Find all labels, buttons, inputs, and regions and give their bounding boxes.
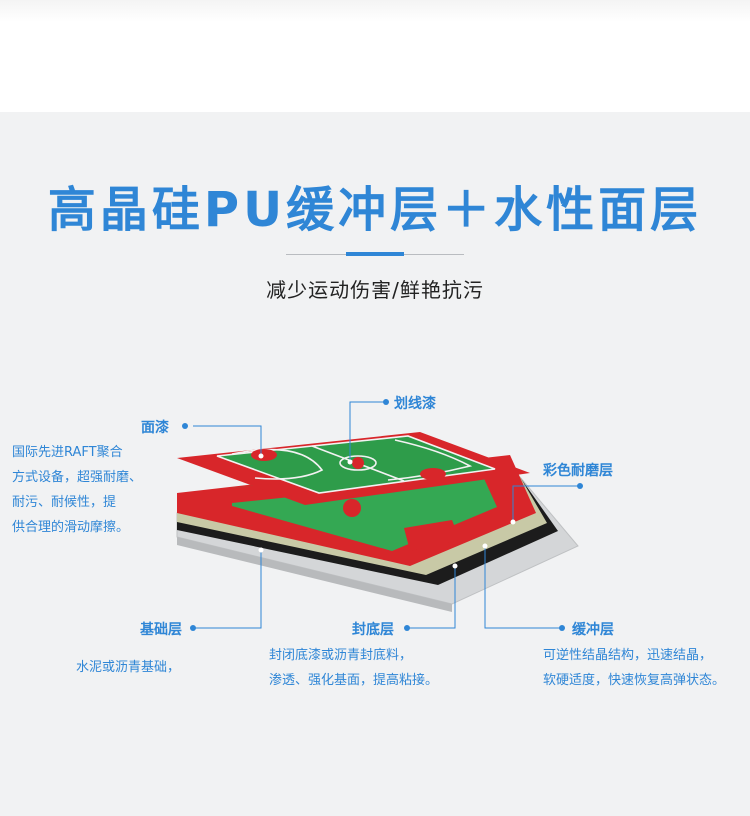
line-paint-dot xyxy=(383,399,389,405)
base-dot xyxy=(190,625,196,631)
seal-desc-line: 封闭底漆或沥青封底料， xyxy=(269,648,413,663)
page-title: 高晶硅PU缓冲层＋水性面层 xyxy=(47,182,703,238)
seal-desc-line: 渗透、强化基面，提高粘接。 xyxy=(269,673,439,688)
leader-lines xyxy=(193,401,580,629)
base-label: 基础层 xyxy=(140,622,182,638)
seal-label: 封底层 xyxy=(352,622,394,638)
seal-dot xyxy=(404,625,410,631)
layer-endpoints xyxy=(258,453,516,569)
top-coat-center-circle xyxy=(352,457,364,469)
left-note: 国际先进RAFT聚合 方式设备，超强耐磨、 耐污、耐候性，提 供合理的滑动摩擦。 xyxy=(12,440,142,540)
base-desc-line: 水泥或沥青基础， xyxy=(76,660,181,675)
top-coat-label: 面漆 xyxy=(141,420,169,436)
color-wear-dot xyxy=(577,483,583,489)
wear-layer-key-right xyxy=(404,520,460,551)
seal-desc: 封闭底漆或沥青封底料， 渗透、强化基面，提高粘接。 xyxy=(269,643,438,693)
cushion-desc: 可逆性结晶结构，迅速结晶， 软硬适度，快速恢复高弹状态。 xyxy=(543,643,725,693)
cushion-desc-line: 可逆性结晶结构，迅速结晶， xyxy=(543,648,713,663)
wear-layer-center-circle xyxy=(343,499,361,517)
left-note-line: 供合理的滑动摩擦。 xyxy=(12,520,130,535)
leader-dots xyxy=(182,399,583,631)
left-note-line: 国际先进RAFT聚合 xyxy=(12,445,123,460)
base-layer-side xyxy=(177,537,452,612)
cushion-label: 缓冲层 xyxy=(572,622,614,638)
page-subtitle: 减少运动伤害/鲜艳抗污 xyxy=(266,278,484,302)
top-coat-key-right xyxy=(420,468,446,480)
top-band xyxy=(0,0,750,112)
cushion-desc-line: 软硬适度，快速恢复高弹状态。 xyxy=(543,673,726,688)
title-divider-accent xyxy=(346,252,404,256)
line-paint-label: 划线漆 xyxy=(394,396,436,412)
base-desc: 水泥或沥青基础， xyxy=(76,655,180,680)
left-note-line: 方式设备，超强耐磨、 xyxy=(12,470,143,485)
cushion-dot xyxy=(559,625,565,631)
color-wear-label: 彩色耐磨层 xyxy=(543,463,613,479)
top-coat-key-left xyxy=(251,449,277,461)
left-note-line: 耐污、耐候性，提 xyxy=(12,495,117,510)
top-coat-dot xyxy=(182,423,188,429)
